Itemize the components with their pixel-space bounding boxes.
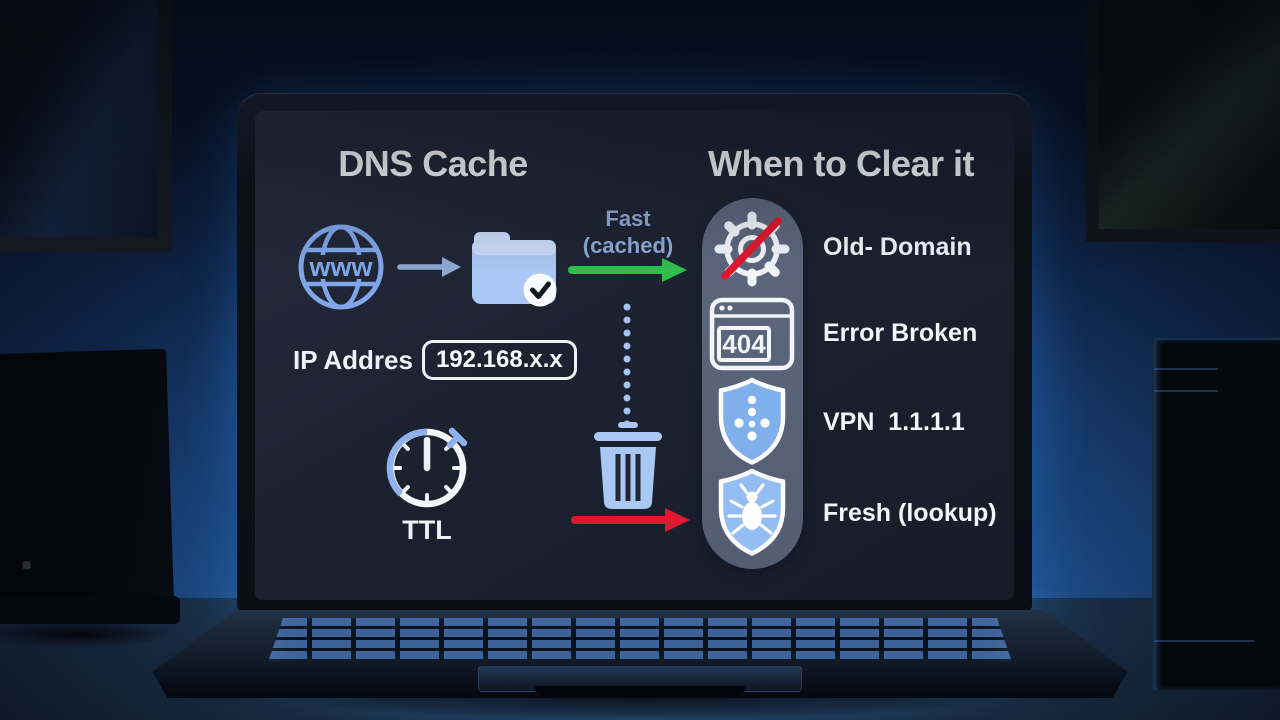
scene: DNS Cache When to Clear it www Fast	[0, 0, 1280, 720]
scene-vignette	[0, 0, 1280, 720]
